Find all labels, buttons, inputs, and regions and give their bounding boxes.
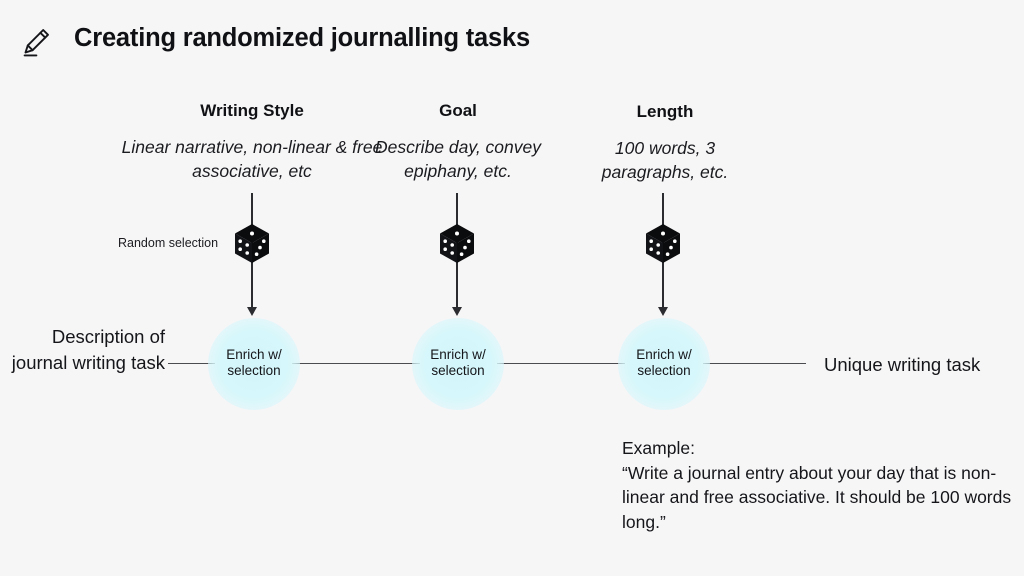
connector-node2-to-node3: [497, 363, 625, 365]
arrow-head-goal: [451, 307, 462, 316]
column-description: Describe day, convey epiphany, etc.: [374, 137, 541, 181]
connector-input-to-node1: [168, 363, 215, 365]
pipeline-input-label: Description of journal writing task: [11, 326, 165, 373]
column-title: Goal: [439, 101, 477, 120]
column-description: Linear narrative, non-linear & free asso…: [121, 137, 383, 181]
column-length: Length 100 words, 3 paragraphs, etc.: [580, 101, 750, 184]
example-text: “Write a journal entry about your day th…: [622, 462, 1012, 532]
dice-icon: [643, 222, 683, 266]
enrich-node-label: Enrich w/ selection: [636, 346, 692, 379]
enrich-node-label: Enrich w/ selection: [226, 346, 282, 379]
random-selection-label: Random selection: [118, 236, 219, 250]
column-title: Length: [636, 102, 694, 121]
column-goal: Goal Describe day, convey epiphany, etc.: [358, 100, 558, 183]
column-title: Writing Style: [200, 101, 304, 120]
dice-icon: [232, 222, 272, 266]
enrich-node[interactable]: Enrich w/ selection: [208, 318, 300, 410]
enrich-node[interactable]: Enrich w/ selection: [412, 318, 504, 410]
column-writing-style: Writing Style Linear narrative, non-line…: [92, 100, 412, 183]
page-title: Creating randomized journalling tasks: [74, 24, 530, 52]
pencil-icon: [16, 22, 56, 62]
dice-icon: [437, 222, 477, 266]
example-heading: Example:: [622, 438, 695, 458]
arrow-head-writing-style: [246, 307, 257, 316]
pipeline-output-label: Unique writing task: [824, 354, 981, 375]
example-block: Example: “Write a journal entry about yo…: [622, 436, 1014, 534]
header: Creating randomized journalling tasks: [0, 0, 1024, 80]
enrich-node-label: Enrich w/ selection: [430, 346, 486, 379]
column-description: 100 words, 3 paragraphs, etc.: [601, 138, 729, 182]
connector-node3-to-output: [703, 363, 806, 365]
enrich-node[interactable]: Enrich w/ selection: [618, 318, 710, 410]
connector-node1-to-node2: [292, 363, 420, 365]
arrow-head-length: [657, 307, 668, 316]
